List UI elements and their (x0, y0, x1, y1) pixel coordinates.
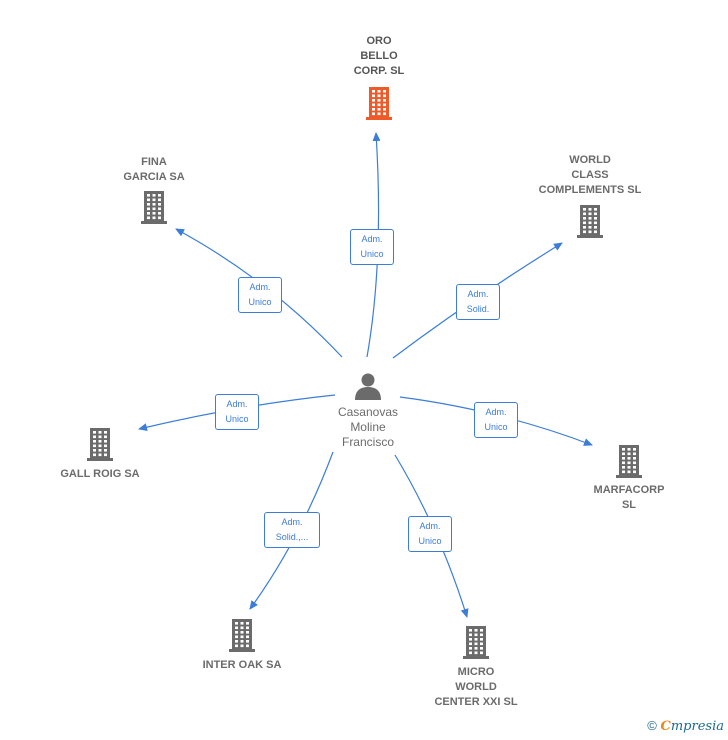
edge-role-label[interactable]: Adm. Solid.,... (264, 512, 320, 548)
company-name-label[interactable]: GALL ROIG SA (60, 468, 140, 480)
footer-credit: © Cmpresia (647, 718, 724, 734)
copyright-symbol: © (647, 718, 657, 733)
brand-logo-text: mpresia (670, 719, 724, 734)
edge-role-label[interactable]: Adm. Solid. (456, 284, 500, 320)
edge-role-label[interactable]: Adm. Unico (408, 516, 452, 552)
building-icon[interactable] (84, 426, 116, 467)
company-name-label[interactable]: MICRO WORLD CENTER XXI SL (434, 666, 518, 708)
company-name-label[interactable]: ORO BELLO CORP. SL (353, 35, 405, 77)
edge-role-label[interactable]: Adm. Unico (238, 277, 282, 313)
brand-logo-initial: C (660, 719, 671, 734)
building-icon[interactable] (363, 85, 395, 126)
building-icon[interactable] (613, 443, 645, 484)
edge-role-label[interactable]: Adm. Unico (474, 402, 518, 438)
edge-role-label[interactable]: Adm. Unico (215, 394, 259, 430)
edge-role-label[interactable]: Adm. Unico (350, 229, 394, 265)
company-name-label[interactable]: MARFACORP SL (593, 484, 665, 511)
building-icon[interactable] (574, 203, 606, 244)
building-icon[interactable] (138, 189, 170, 230)
building-icon[interactable] (460, 624, 492, 665)
company-name-label[interactable]: WORLD CLASS COMPLEMENTS SL (538, 154, 642, 196)
company-name-label[interactable]: FINA GARCIA SA (123, 156, 185, 183)
company-name-label[interactable]: INTER OAK SA (202, 659, 282, 671)
person-name-label[interactable]: Casanovas Moline Francisco (337, 405, 399, 449)
building-icon[interactable] (226, 617, 258, 658)
person-icon[interactable] (353, 371, 383, 406)
